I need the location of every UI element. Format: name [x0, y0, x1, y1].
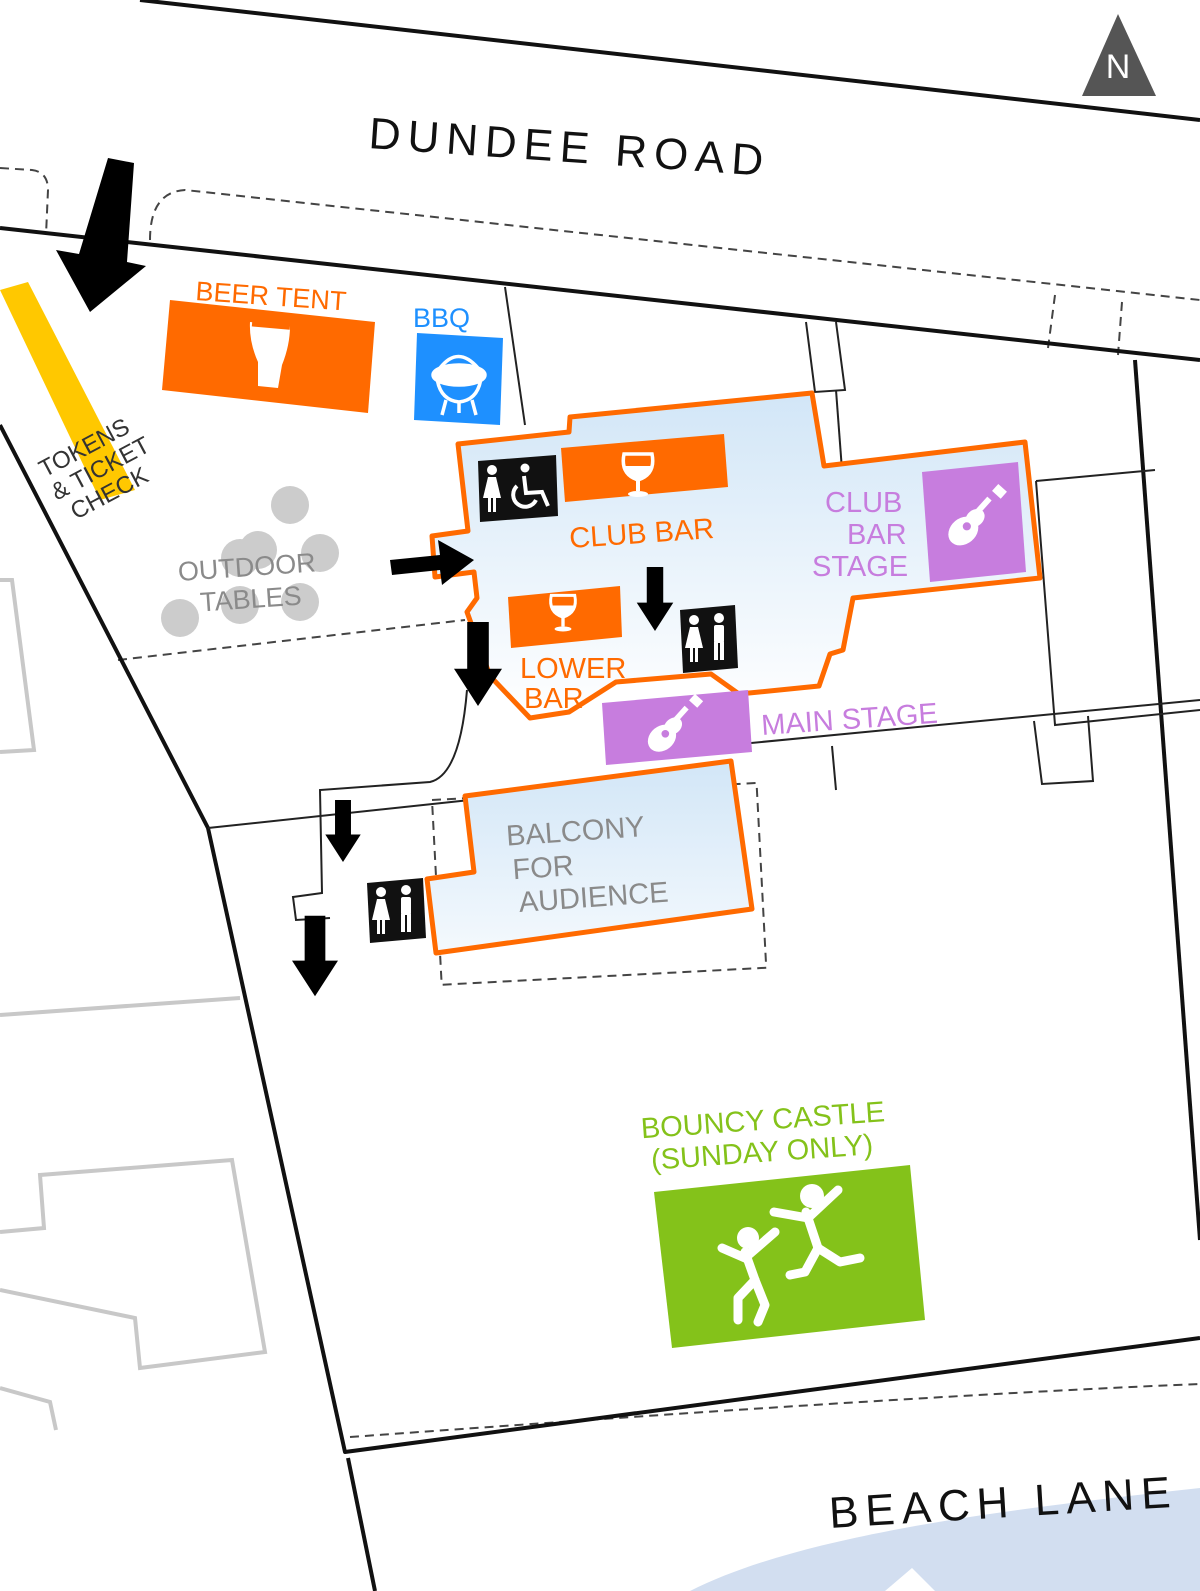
- club-bar-stage-label-3: STAGE: [812, 551, 908, 583]
- bbq-label: BBQ: [413, 303, 470, 333]
- direction-arrows: [292, 540, 674, 997]
- beach-water: [690, 1488, 1200, 1591]
- club-bar-stage: CLUB BAR STAGE: [812, 462, 1026, 583]
- lower-bar-label-2: BAR: [524, 683, 584, 715]
- beer-glass-icon: [249, 320, 291, 388]
- balcony-toilets: [367, 878, 426, 943]
- compass-letter: N: [1106, 48, 1131, 86]
- kids-jumping-icon: [717, 1184, 865, 1327]
- club-bar-stage-label-2: BAR: [847, 519, 907, 551]
- lower-bar-label-1: LOWER: [520, 653, 626, 685]
- accessible-icon: [511, 463, 550, 509]
- tokens-ticket-check: TOKENS & TICKET CHECK: [0, 282, 155, 525]
- bouncy-castle: BOUNCY CASTLE (SUNDAY ONLY): [640, 1096, 925, 1348]
- club-bar-stage-label-1: CLUB: [825, 487, 902, 519]
- balcony: BALCONY FOR AUDIENCE: [424, 758, 755, 956]
- bbq: BBQ: [413, 303, 503, 425]
- lower-bar: LOWER BAR: [508, 586, 626, 715]
- bbq-grill-icon: [431, 354, 487, 416]
- club-toilets: [478, 455, 558, 522]
- beer-tent: BEER TENT: [162, 276, 375, 413]
- outdoor-tables-label-2: TABLES: [199, 581, 302, 618]
- beach-shape: [885, 1568, 935, 1591]
- entry-arrow-icon: [390, 540, 474, 585]
- entry-arrow-icon: [56, 158, 146, 312]
- pavement-dashes: [0, 167, 1200, 1438]
- outdoor-tables: [161, 486, 339, 637]
- neighbour-buildings: [0, 578, 268, 1431]
- compass-north-icon: N: [1082, 14, 1156, 96]
- balcony-label-2: FOR: [511, 850, 574, 886]
- lower-toilets: [680, 605, 738, 673]
